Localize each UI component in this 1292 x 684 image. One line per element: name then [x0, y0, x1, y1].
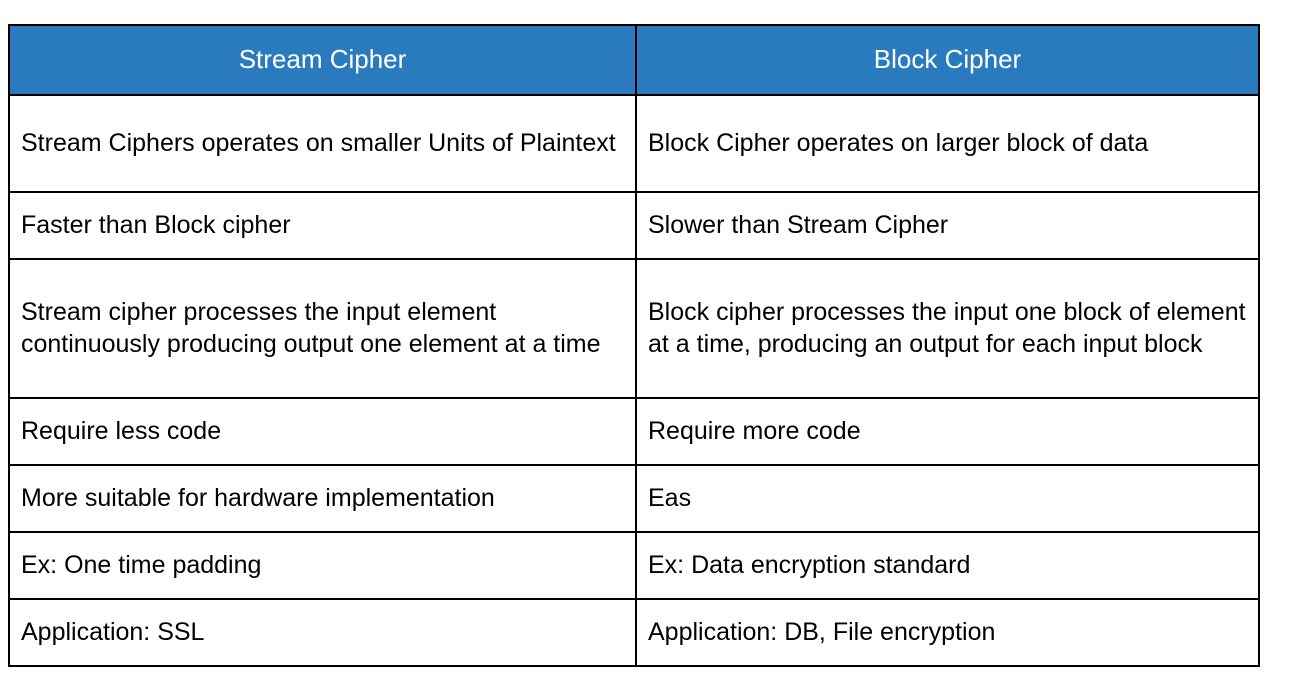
cell-stream-1: Stream Ciphers operates on smaller Units… — [8, 94, 637, 193]
cell-stream-5: More suitable for hardware implementatio… — [8, 464, 637, 533]
cell-block-2: Slower than Stream Cipher — [635, 191, 1260, 260]
table-row: Faster than Block cipher Slower than Str… — [8, 191, 1260, 260]
column-header-block-cipher: Block Cipher — [635, 24, 1260, 96]
table-body: Stream Ciphers operates on smaller Units… — [8, 94, 1260, 667]
cell-block-4: Require more code — [635, 397, 1260, 466]
cell-block-3: Block cipher processes the input one blo… — [635, 258, 1260, 399]
table-row: Require less code Require more code — [8, 397, 1260, 466]
table-row: More suitable for hardware implementatio… — [8, 464, 1260, 533]
cell-stream-4: Require less code — [8, 397, 637, 466]
table-row: Stream cipher processes the input elemen… — [8, 258, 1260, 399]
column-header-stream-cipher: Stream Cipher — [8, 24, 637, 96]
table-row: Application: SSL Application: DB, File e… — [8, 598, 1260, 667]
cell-block-5: Eas — [635, 464, 1260, 533]
cell-stream-7: Application: SSL — [8, 598, 637, 667]
cell-stream-3: Stream cipher processes the input elemen… — [8, 258, 637, 399]
table-header-row: Stream Cipher Block Cipher — [8, 24, 1260, 96]
cipher-comparison-table: Stream Cipher Block Cipher Stream Cipher… — [8, 24, 1260, 667]
table-row: Stream Ciphers operates on smaller Units… — [8, 94, 1260, 193]
cell-block-7: Application: DB, File encryption — [635, 598, 1260, 667]
cell-stream-6: Ex: One time padding — [8, 531, 637, 600]
cell-stream-2: Faster than Block cipher — [8, 191, 637, 260]
cell-block-1: Block Cipher operates on larger block of… — [635, 94, 1260, 193]
table-row: Ex: One time padding Ex: Data encryption… — [8, 531, 1260, 600]
table-header: Stream Cipher Block Cipher — [8, 24, 1260, 96]
cell-block-6: Ex: Data encryption standard — [635, 531, 1260, 600]
